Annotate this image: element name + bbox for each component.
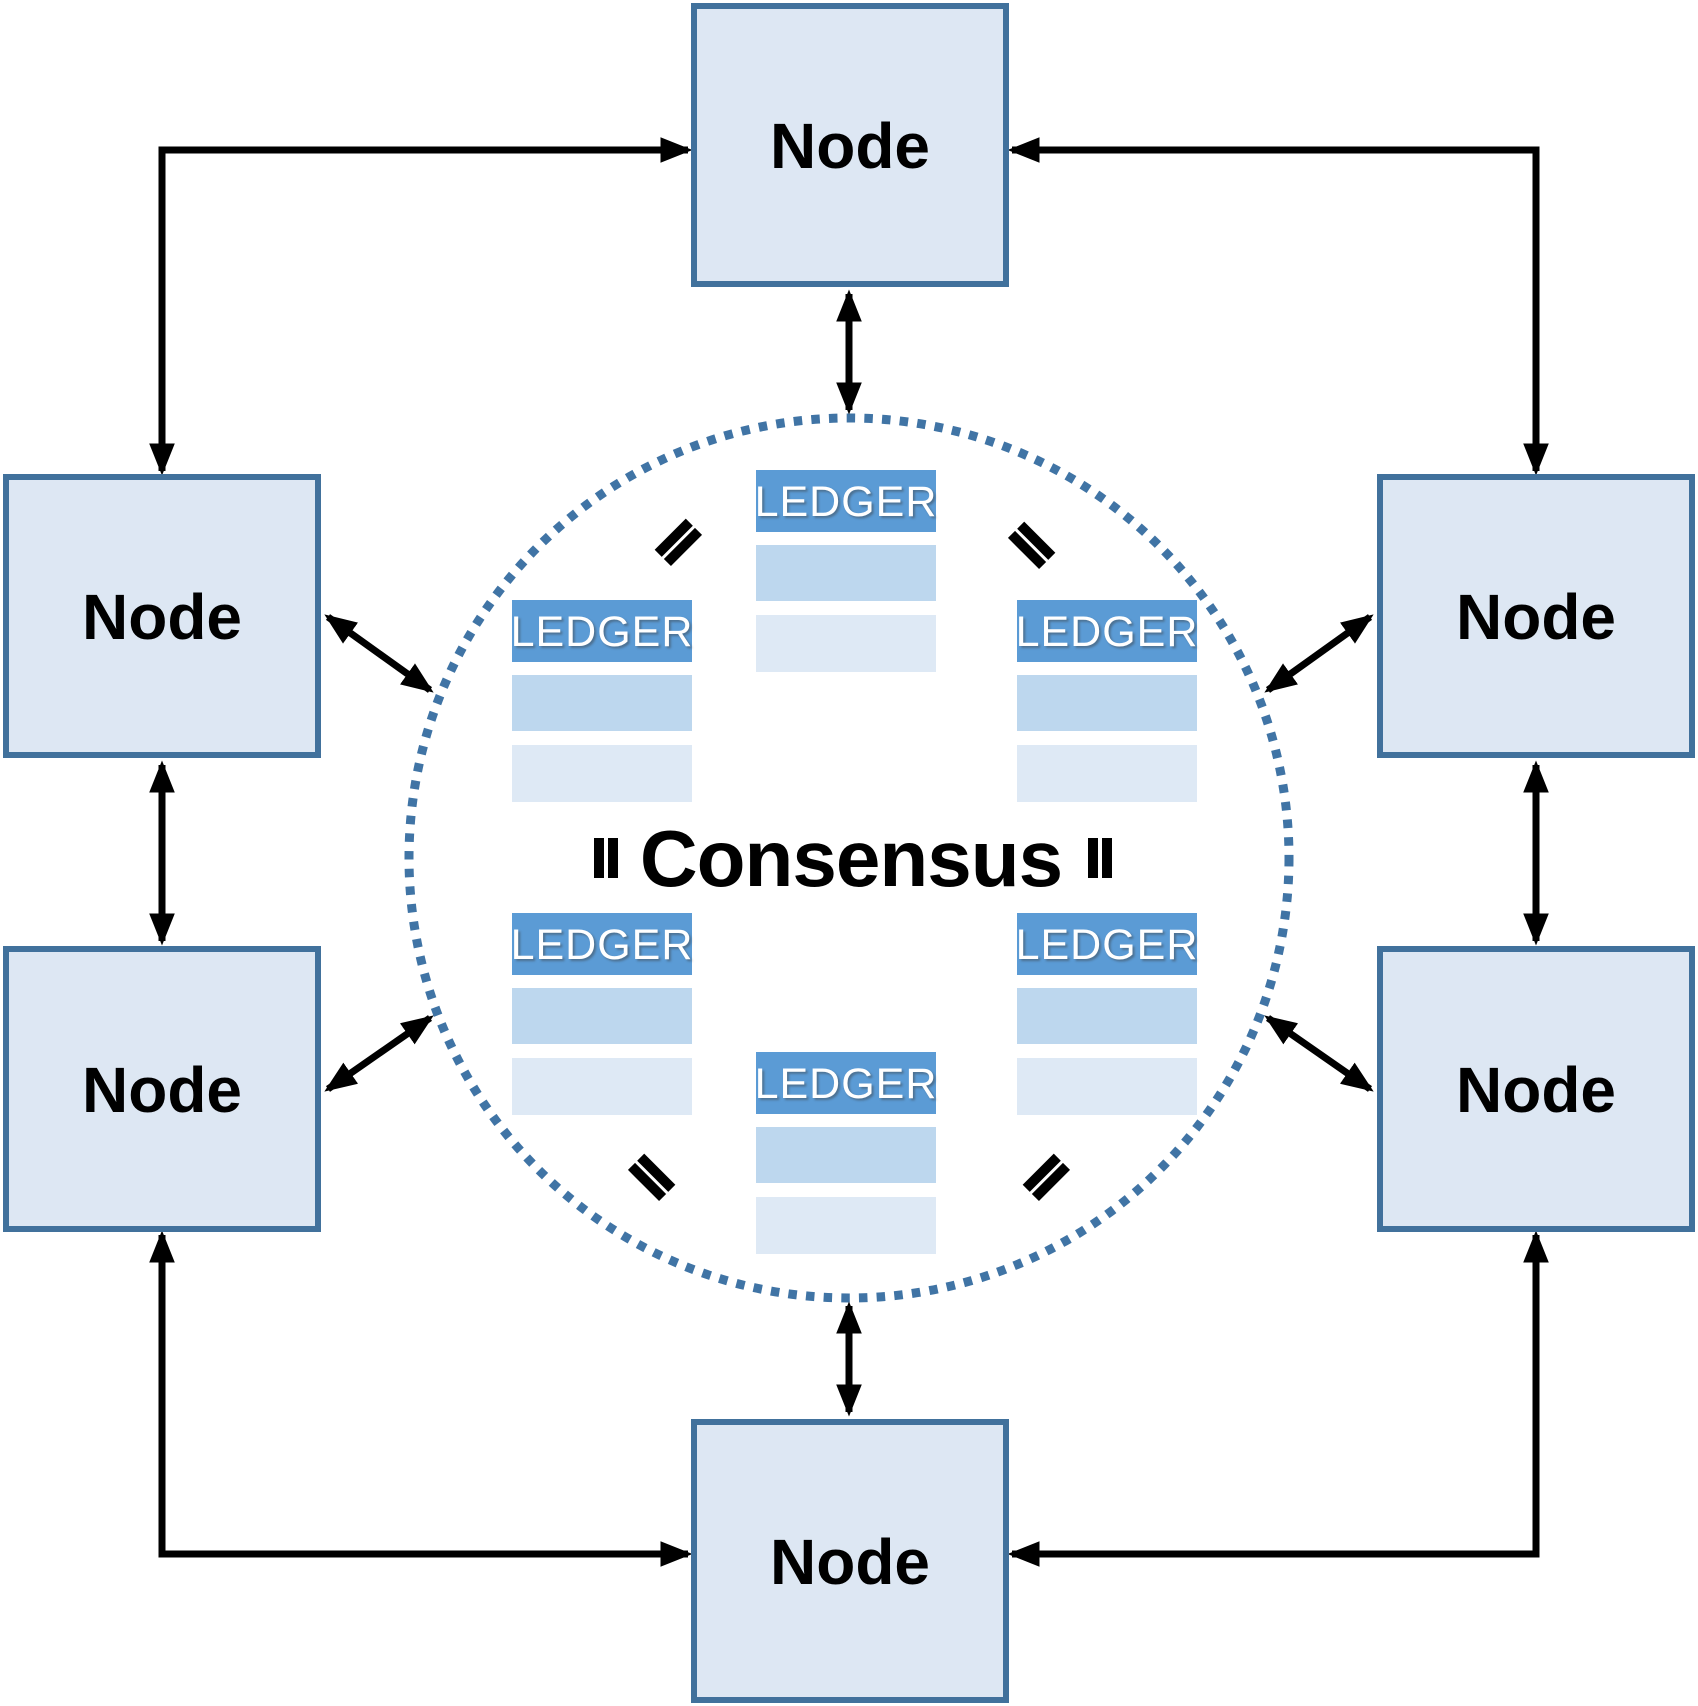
- arrow-lower-right-node-to-circle: [1264, 1015, 1374, 1092]
- node-lower-right: Node: [1377, 946, 1695, 1232]
- consensus-circle: [404, 413, 1294, 1303]
- equals-icon-consensus-right: [1088, 838, 1112, 878]
- node-upper-right: Node: [1377, 474, 1695, 758]
- arrow-lower-left-node-to-circle: [324, 1015, 434, 1092]
- node-upper-left: Node: [3, 474, 321, 758]
- equals-icon-lower-right: [1022, 1153, 1071, 1202]
- ledger-upper-left: LEDGER: [511, 600, 694, 802]
- ledger-row: [512, 675, 692, 731]
- equals-icon-upper-left: [654, 518, 703, 567]
- ledger-row: [512, 988, 692, 1044]
- ledger-row: [756, 545, 936, 601]
- node-label: Node: [1456, 581, 1616, 653]
- node-label: Node: [1456, 1054, 1616, 1126]
- node-bottom: Node: [691, 1419, 1009, 1703]
- ledger-label: LEDGER: [1016, 921, 1199, 969]
- equals-icon-lower-left: [627, 1153, 676, 1202]
- ledger-row: [512, 745, 692, 802]
- connector-top-left-elbow: [149, 137, 693, 476]
- ledger-label: LEDGER: [511, 921, 694, 969]
- ledger-row: [1017, 1058, 1197, 1115]
- ledger-label: LEDGER: [1016, 608, 1199, 656]
- node-lower-left: Node: [3, 946, 321, 1232]
- ledger-row: [1017, 675, 1197, 731]
- ledger-lower-right: LEDGER: [1016, 913, 1199, 1115]
- ledger-row: [756, 615, 936, 672]
- arrow-upper-right-node-to-circle: [1264, 614, 1374, 693]
- equals-icon-upper-right: [1007, 521, 1056, 570]
- ledger-label: LEDGER: [755, 478, 938, 526]
- consensus-label: Consensus: [640, 814, 1062, 903]
- ledger-row: [756, 1127, 936, 1183]
- connector-bottom-right-elbow: [1007, 1230, 1549, 1567]
- node-label: Node: [770, 1526, 930, 1598]
- ledger-label: LEDGER: [755, 1060, 938, 1108]
- ledger-row: [1017, 745, 1197, 802]
- equals-icon-consensus-left: [594, 838, 618, 878]
- connector-bottom-left-elbow: [149, 1230, 693, 1567]
- node-top: Node: [691, 3, 1009, 287]
- ledger-top-center: LEDGER: [755, 470, 938, 672]
- ledger-row: [756, 1197, 936, 1254]
- ledger-row: [512, 1058, 692, 1115]
- ledger-row: [1017, 988, 1197, 1044]
- node-label: Node: [770, 110, 930, 182]
- ledger-bottom-center: LEDGER: [755, 1052, 938, 1254]
- arrow-upper-left-node-to-circle: [324, 614, 434, 693]
- node-label: Node: [82, 581, 242, 653]
- ledger-label: LEDGER: [511, 608, 694, 656]
- connector-top-right-elbow: [1007, 137, 1549, 476]
- ledger-lower-left: LEDGER: [511, 913, 694, 1115]
- node-label: Node: [82, 1054, 242, 1126]
- ledger-upper-right: LEDGER: [1016, 600, 1199, 802]
